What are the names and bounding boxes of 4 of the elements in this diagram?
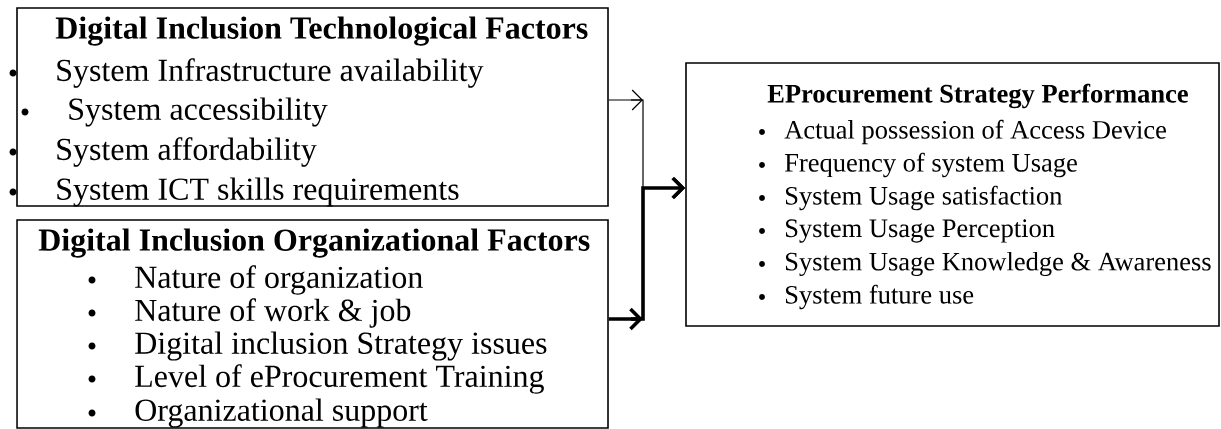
- list-box: Digital Inclusion Technological Factors System Infrastructure availability System accessibility System affordability System ICT skills requirements: [9, 7, 609, 207]
- arrow: [608, 176, 686, 331]
- list-box: Digital Inclusion Organizational Factors Nature of organization Nature of work & job Digital inclusion Strategy issues Level of eProcurement Training Organizational support: [16, 219, 609, 429]
- list-box: EProcurement Strategy Performance Actual possession of Access Device Frequency of system Usage System Usage satisfaction System Usage Perception System Usage Knowledge & Awareness System future use: [685, 62, 1220, 327]
